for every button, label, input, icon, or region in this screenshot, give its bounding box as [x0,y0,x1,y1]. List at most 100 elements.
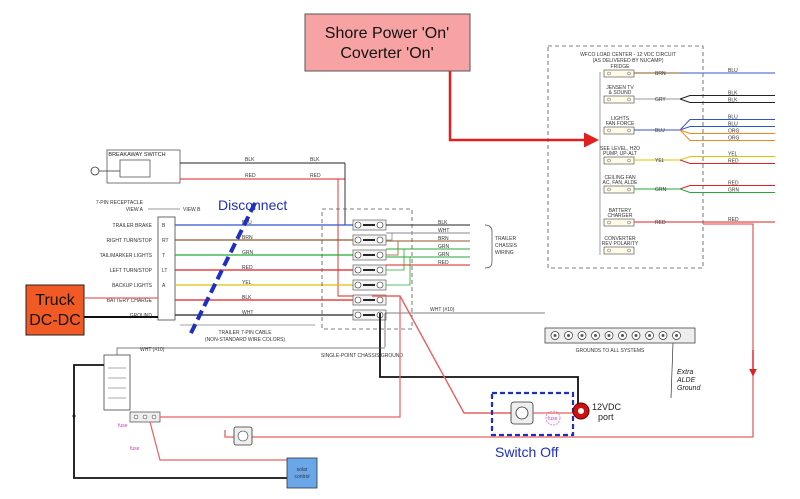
circuit-wire-label: GRN [655,187,667,193]
battery-assembly: WHT (#10) fuse fuse [103,347,385,452]
terminal-screw [354,311,362,319]
circuit-out-wire [679,98,775,103]
terminal-screw [354,221,362,229]
terminal-screw [376,221,384,229]
pin-wire-label: GRN [242,250,254,256]
extra-ground-l3: Ground [677,385,701,392]
circuit-out-label: ORG [728,129,740,135]
circuit-wire-label: BLU [655,128,665,134]
battery-wire-label: WHT (#10) [140,347,165,353]
circuit-wire-label: YEL [655,158,665,164]
terminal-screw [354,266,362,274]
circuit-name: BATTERY [609,208,632,214]
chassis-wire-label: GRN [438,252,450,258]
chassis-label-l1: TRAILER [495,236,517,242]
circuit-name: & SOUND [609,90,632,96]
breakaway-wire4: RED [310,173,321,179]
breakaway-title: BREAKAWAY SWITCH [108,152,165,158]
circuit-name: AC, FAN, ALDE [602,180,638,186]
circuit-out-label: RED [728,181,739,187]
circuit-out-wire [679,129,775,134]
circuit-name: FRIDGE [611,64,631,70]
pin-name: TAIL/MARKER LIGHTS [100,253,153,259]
terminal-screw [354,296,362,304]
grounds-label: GROUNDS TO ALL SYSTEMS [576,348,645,354]
circuit-wire-label: RED [655,220,666,226]
terminal-screw [376,296,384,304]
chassis-wire-label: WHT [438,228,449,234]
switch-dashed-box [490,391,575,437]
chassis-label-l3: WIRING [495,250,514,256]
terminal-screw [354,236,362,244]
battery-charger-red-wire [224,223,754,438]
circuit-name: SEE LEVEL, H2O [600,146,640,152]
chassis-wire-label: GRN [438,244,450,250]
pin-wire-label: BRN [242,235,253,241]
pin-row: TAIL/MARKER LIGHTS T GRN [100,250,358,259]
circuit-out-wire [679,126,775,131]
callout-arrow [448,71,599,148]
circuit-wire-label: BRN [655,71,666,77]
cable-note-l1: TRAILER 7-PIN CABLE [218,330,272,336]
seven-pin-receptacle: 7-PIN RECEPTACLE VIEW A VIEW B [96,200,201,321]
pin-code: T [162,253,165,259]
solar-line2: control [294,474,309,480]
circuit-out-label: ORG [728,136,740,142]
circuit-name: CONVERTER [604,236,636,242]
terminal-screw [376,251,384,259]
breakaway-wire1: BLK [245,157,255,163]
terminal-screw [376,266,384,274]
pin-name: RIGHT TURN/STOP [106,238,152,244]
solar-control-box [286,457,318,489]
circuit-out-label: RED [728,217,739,223]
pin-wire-label: BLK [242,295,252,301]
receptacle-title-l2: VIEW A [126,207,144,213]
pin-code: RT [162,238,169,244]
disconnect-line [188,202,257,336]
load-center-title: WFCO LOAD CENTER - 12 VDC CIRCUIT(AS DEL… [580,52,676,64]
circuit-name: CEILING FAN [604,175,636,181]
circuit-name: CHARGER [607,213,632,219]
view-b-label: VIEW B [183,207,201,213]
extra-ground-l2: ALDE [676,377,696,384]
chassis-wire-label: BLK [438,220,448,226]
pin-row: TRAILER BRAKEBBLU [113,220,358,229]
switch-fuse-label: fuse [548,416,558,422]
fuse-slot [603,246,635,255]
cable-note-l2: (NON-STANDARD WIRE COLORS) [205,337,286,343]
receptacle-title-l1: 7-PIN RECEPTACLE [96,200,144,206]
terminal-screw [376,281,384,289]
circuit-out-wire [679,185,775,190]
circuit-name: LIGHTS [611,116,630,122]
circuit-out-label: YEL [728,152,738,158]
circuit-out-wire [679,188,775,193]
pin-code: B [162,223,166,229]
pin-code: LT [162,268,167,274]
circuit-name: JENSEN TV [606,85,634,91]
disconnect-label: Disconnect [218,197,287,213]
pin-name: LEFT TURN/STOP [110,268,153,274]
circuit-out-label: BLK [728,98,738,104]
wht-label-1: WHT (#10) [430,307,455,313]
terminal-screw [354,281,362,289]
circuit-out-label: BLU [728,68,738,74]
terminal-screw [354,251,362,259]
shore-power-callout: Shore Power 'On' Coverter 'On' [304,13,471,72]
circuit-out-label: GRN [728,188,740,194]
circuit-out-label: BLU [728,115,738,121]
truck-line2: DC-DC [29,312,81,329]
circuit-name: PUMP, UP-ALT [603,151,637,157]
battery-fuse-label: fuse [118,423,128,429]
terminal-screw [376,236,384,244]
